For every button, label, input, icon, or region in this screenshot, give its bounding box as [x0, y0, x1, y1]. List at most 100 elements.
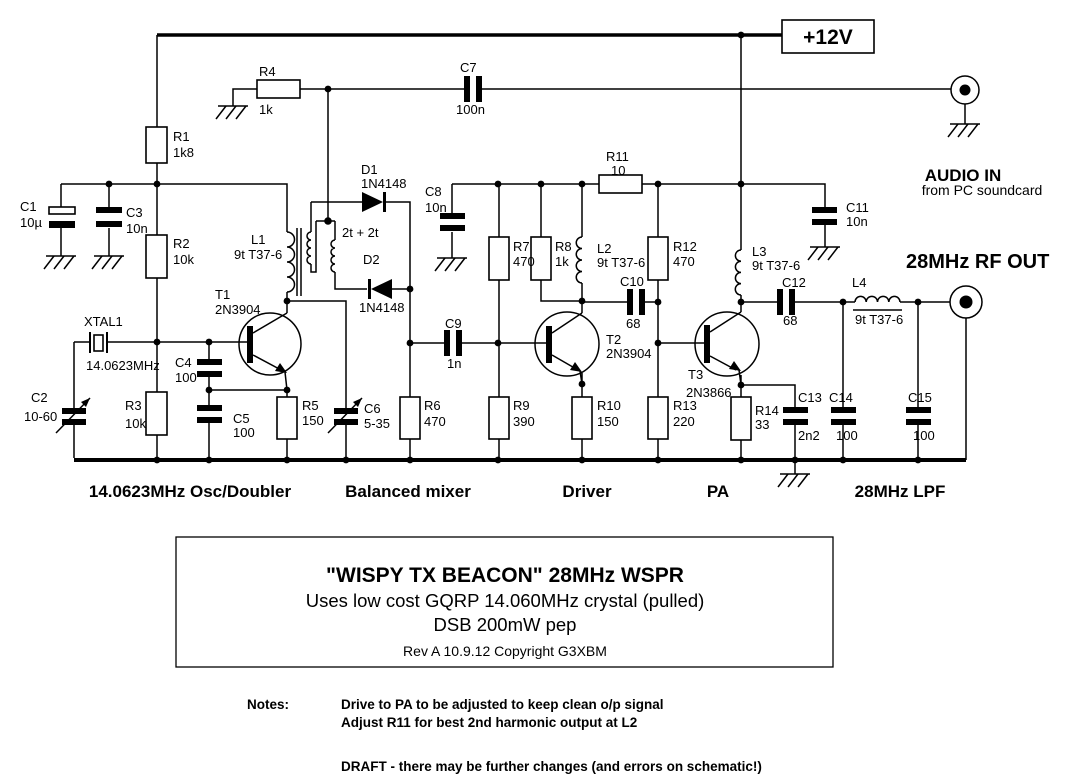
- transistor-T2: [534, 302, 600, 385]
- XTAL1-ref: XTAL1: [84, 314, 123, 329]
- capacitor-C14: [831, 407, 856, 425]
- C15-value: 100: [913, 428, 935, 443]
- section-label-pa: PA: [707, 482, 729, 501]
- capacitor-C13: [783, 407, 808, 425]
- R7-value: 470: [513, 254, 535, 269]
- R2-value: 10k: [173, 252, 194, 267]
- C7-value: 100n: [456, 102, 485, 117]
- resistor-R5: [276, 396, 298, 440]
- ground-icon: [434, 257, 468, 272]
- notes-draft: DRAFT - there may be further changes (an…: [341, 759, 762, 774]
- C2-ref: C2: [31, 390, 48, 405]
- inductor-L4: [853, 295, 902, 311]
- R13-ref: R13: [673, 398, 697, 413]
- ground-icon: [777, 473, 811, 488]
- XTAL1-value: 14.0623MHz: [86, 358, 160, 373]
- C4-value: 100: [175, 370, 197, 385]
- T3-ref: T3: [688, 367, 703, 382]
- C1-ref: C1: [20, 199, 37, 214]
- transistor-T3: [694, 302, 760, 386]
- capacitor-C12: [777, 289, 795, 315]
- C4-ref: C4: [175, 355, 192, 370]
- capacitor-C11: [812, 207, 837, 225]
- title-block: "WISPY TX BEACON" 28MHz WSPR Uses low co…: [175, 536, 834, 668]
- D2-value: 1N4148: [359, 300, 405, 315]
- notes-block: Notes: Drive to PA to be adjusted to kee…: [247, 697, 762, 774]
- ground-icon: [807, 246, 841, 261]
- R14-value: 33: [755, 417, 769, 432]
- L2-value: 9t T37-6: [597, 255, 645, 270]
- C6-ref: C6: [364, 401, 381, 416]
- L3-value: 9t T37-6: [752, 258, 800, 273]
- R10-value: 150: [597, 414, 619, 429]
- R12-ref: R12: [673, 239, 697, 254]
- D1-ref: D1: [361, 162, 378, 177]
- R5-ref: R5: [302, 398, 319, 413]
- R8-ref: R8: [555, 239, 572, 254]
- C9-value: 1n: [447, 356, 461, 371]
- C14-value: 100: [836, 428, 858, 443]
- resistor-R6: [399, 396, 421, 440]
- C13-ref: C13: [798, 390, 822, 405]
- capacitor-C8: [440, 213, 465, 231]
- resistor-R3: [145, 391, 168, 436]
- C10-value: 68: [626, 316, 640, 331]
- C1-value: 10µ: [20, 215, 42, 230]
- title-line2: Uses low cost GQRP 14.060MHz crystal (pu…: [306, 590, 705, 611]
- capacitor-C7: [464, 76, 482, 102]
- resistor-R13: [647, 396, 669, 440]
- C12-ref: C12: [782, 275, 806, 290]
- title-revision: Rev A 10.9.12 Copyright G3XBM: [403, 643, 607, 659]
- R11-ref: R11: [606, 149, 629, 164]
- R6-ref: R6: [424, 398, 441, 413]
- L4-value: 9t T37-6: [855, 312, 903, 327]
- R3-ref: R3: [125, 398, 142, 413]
- resistor-R12: [647, 236, 669, 281]
- ground-icon: [43, 255, 77, 270]
- resistor-R14: [730, 396, 752, 441]
- L2-ref: L2: [597, 241, 611, 256]
- crystal-XTAL1: [89, 332, 108, 353]
- C3-value: 10n: [126, 221, 148, 236]
- notes-line1: Drive to PA to be adjusted to keep clean…: [341, 697, 664, 712]
- R9-ref: R9: [513, 398, 530, 413]
- rf-out-connector: [949, 285, 983, 319]
- junction-dots: [105, 31, 922, 464]
- resistor-R10: [571, 396, 593, 440]
- capacitor-C6-trimmer: [327, 397, 363, 434]
- C5-ref: C5: [233, 411, 250, 426]
- capacitor-C10: [627, 289, 645, 315]
- R5-value: 150: [302, 413, 324, 428]
- L4-ref: L4: [852, 275, 866, 290]
- capacitor-C9: [444, 330, 462, 356]
- audio-in-connector: [950, 75, 980, 105]
- resistor-R8: [530, 236, 552, 281]
- capacitor-C4: [197, 359, 222, 377]
- resistor-R9: [488, 396, 510, 440]
- resistor-R7: [488, 236, 510, 281]
- section-label-mixer: Balanced mixer: [345, 482, 471, 501]
- R1-value: 1k8: [173, 145, 194, 160]
- C8-ref: C8: [425, 184, 442, 199]
- title-line1: "WISPY TX BEACON" 28MHz WSPR: [326, 564, 684, 587]
- C11-ref: C11: [846, 200, 869, 215]
- transistor-T1: [238, 301, 302, 391]
- ground-icon: [91, 255, 125, 270]
- resistor-R4: [256, 79, 301, 99]
- diode-D1: [362, 192, 386, 212]
- ground-icon: [215, 105, 249, 120]
- C7-ref: C7: [460, 60, 477, 75]
- R10-ref: R10: [597, 398, 621, 413]
- capacitor-C15: [906, 407, 931, 425]
- secondary-turns-label: 2t + 2t: [342, 225, 379, 240]
- capacitor-C3: [96, 207, 122, 227]
- R8-value: 1k: [555, 254, 569, 269]
- R4-value: 1k: [259, 102, 273, 117]
- inductor-L3: [734, 249, 742, 296]
- title-line3: DSB 200mW pep: [434, 614, 577, 635]
- transformer-L1-secondary: [286, 228, 336, 296]
- C3-ref: C3: [126, 205, 143, 220]
- resistor-R11: [598, 174, 643, 194]
